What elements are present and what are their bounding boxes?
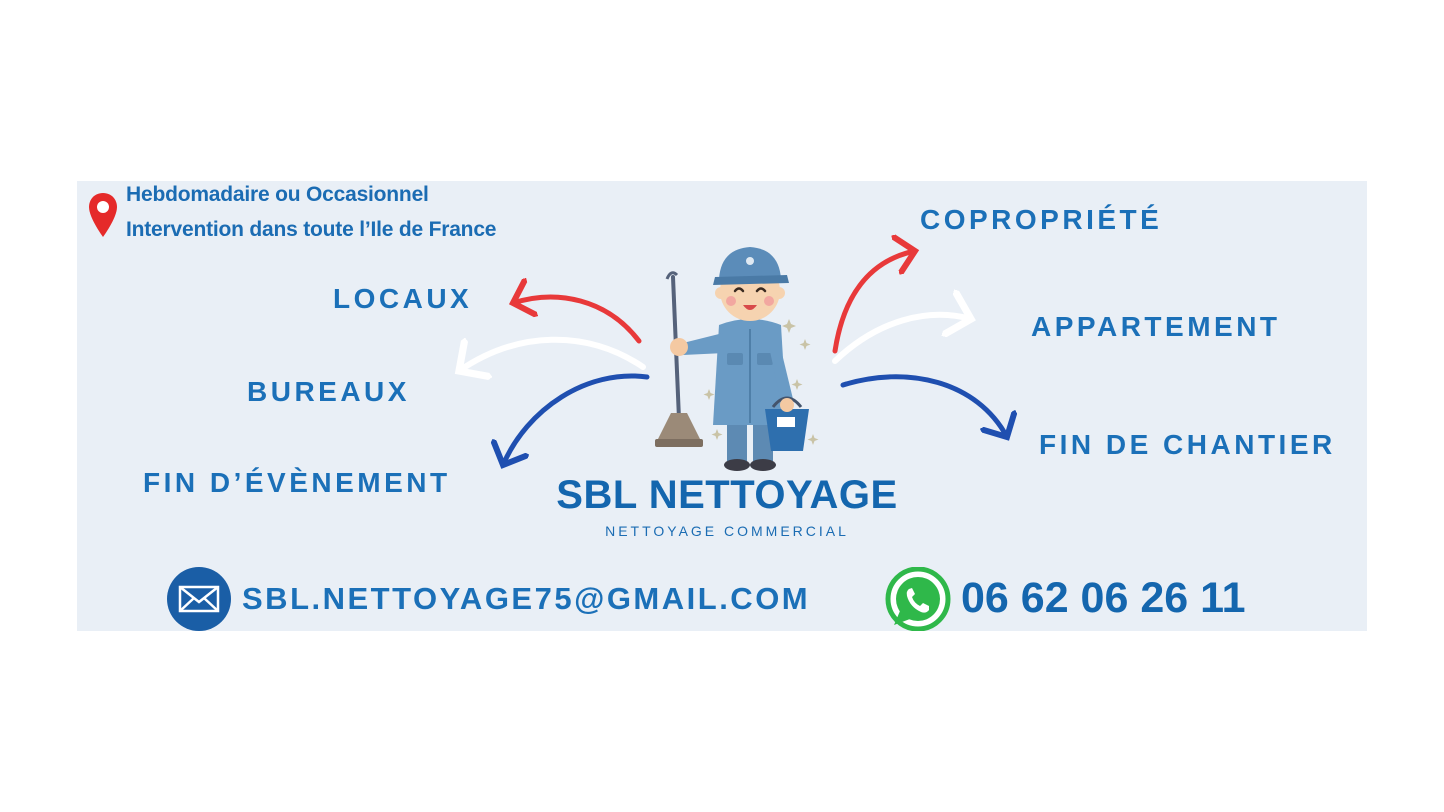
arrow-blue-right <box>840 374 1007 437</box>
service-copropriete: COPROPRIÉTÉ <box>920 204 1163 235</box>
service-locaux: LOCAUX <box>333 283 473 314</box>
coverage-text: Intervention dans toute l’Ile de France <box>126 218 497 241</box>
whatsapp-icon <box>885 567 951 631</box>
arrow-red-right <box>832 251 915 354</box>
envelope-icon <box>167 567 231 631</box>
email-address[interactable]: SBL.NETTOYAGE75@GMAIL.COM <box>242 581 811 616</box>
cleaner-illustration <box>655 247 819 471</box>
arrow-white-left <box>459 336 646 371</box>
frequency-text: Hebdomadaire ou Occasionnel <box>126 183 429 206</box>
service-bureaux: BUREAUX <box>247 376 410 407</box>
arrow-blue-left <box>503 373 650 465</box>
brand-tagline: NETTOYAGE COMMERCIAL <box>605 523 849 539</box>
arrow-white-right <box>832 315 971 364</box>
phone-number[interactable]: 06 62 06 26 11 <box>961 574 1246 622</box>
banner: Hebdomadaire ou Occasionnel Intervention… <box>77 181 1367 631</box>
arrows-decoration <box>77 181 1367 631</box>
service-fin-chantier: FIN DE CHANTIER <box>1039 429 1336 460</box>
arrow-red-left <box>513 297 642 344</box>
location-pin-icon <box>89 193 117 237</box>
brand-name: SBL NETTOYAGE <box>556 473 898 517</box>
service-fin-evenement: FIN D’ÉVÈNEMENT <box>143 467 451 498</box>
service-appartement: APPARTEMENT <box>1031 311 1281 342</box>
